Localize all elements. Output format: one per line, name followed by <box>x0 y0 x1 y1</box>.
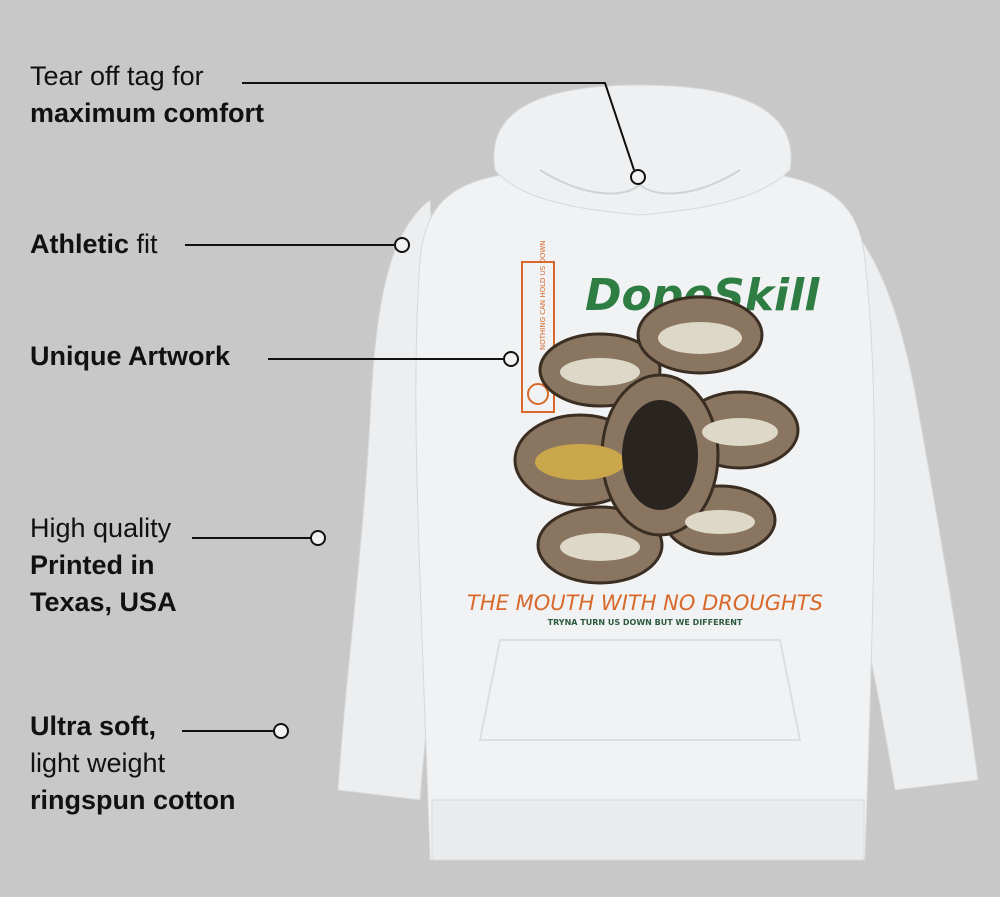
headline: THE MOUTH WITH NO DROUGHTS <box>467 591 823 615</box>
tag-text: NOTHING CAN HOLD US DOWN <box>539 240 547 350</box>
artwork: NOTHING CAN HOLD US DOWN DopeSkill THE M… <box>467 240 823 627</box>
callout-text: Tear off tag for <box>30 61 204 91</box>
subline: TRYNA TURN US DOWN BUT WE DIFFERENT <box>548 618 743 627</box>
callout-text: maximum comfort <box>30 98 265 128</box>
callout-dot-cotton <box>273 723 289 739</box>
tag-box <box>521 261 555 413</box>
callout-dot-artwork <box>503 351 519 367</box>
globe-icon <box>527 383 549 405</box>
callout-text: High quality <box>30 513 172 543</box>
pocket <box>478 639 802 741</box>
callout-text: Unique Artwork <box>30 341 231 371</box>
waistband <box>431 799 865 861</box>
callout-text: fit <box>129 229 158 259</box>
callout-cotton: Ultra soft, light weight ringspun cotton <box>30 708 235 819</box>
callout-text: Printed in <box>30 550 155 580</box>
callout-text: ringspun cotton <box>30 785 236 815</box>
mouths-collage <box>513 295 800 585</box>
callout-fit: Athletic fit <box>30 226 158 263</box>
hood <box>493 84 792 216</box>
callout-text: Ultra soft, <box>30 711 157 741</box>
callout-text: light weight <box>30 748 166 778</box>
callout-quality: High quality Printed in Texas, USA <box>30 510 177 621</box>
callout-text: Athletic <box>30 229 130 259</box>
callout-tag: Tear off tag for maximum comfort <box>30 58 264 132</box>
callout-artwork: Unique Artwork <box>30 338 230 375</box>
callout-line-tag <box>242 82 635 171</box>
callout-text: Texas, USA <box>30 587 177 617</box>
callout-dot-quality <box>310 530 326 546</box>
callout-dot-tag <box>630 169 646 185</box>
callout-dot-fit <box>394 237 410 253</box>
